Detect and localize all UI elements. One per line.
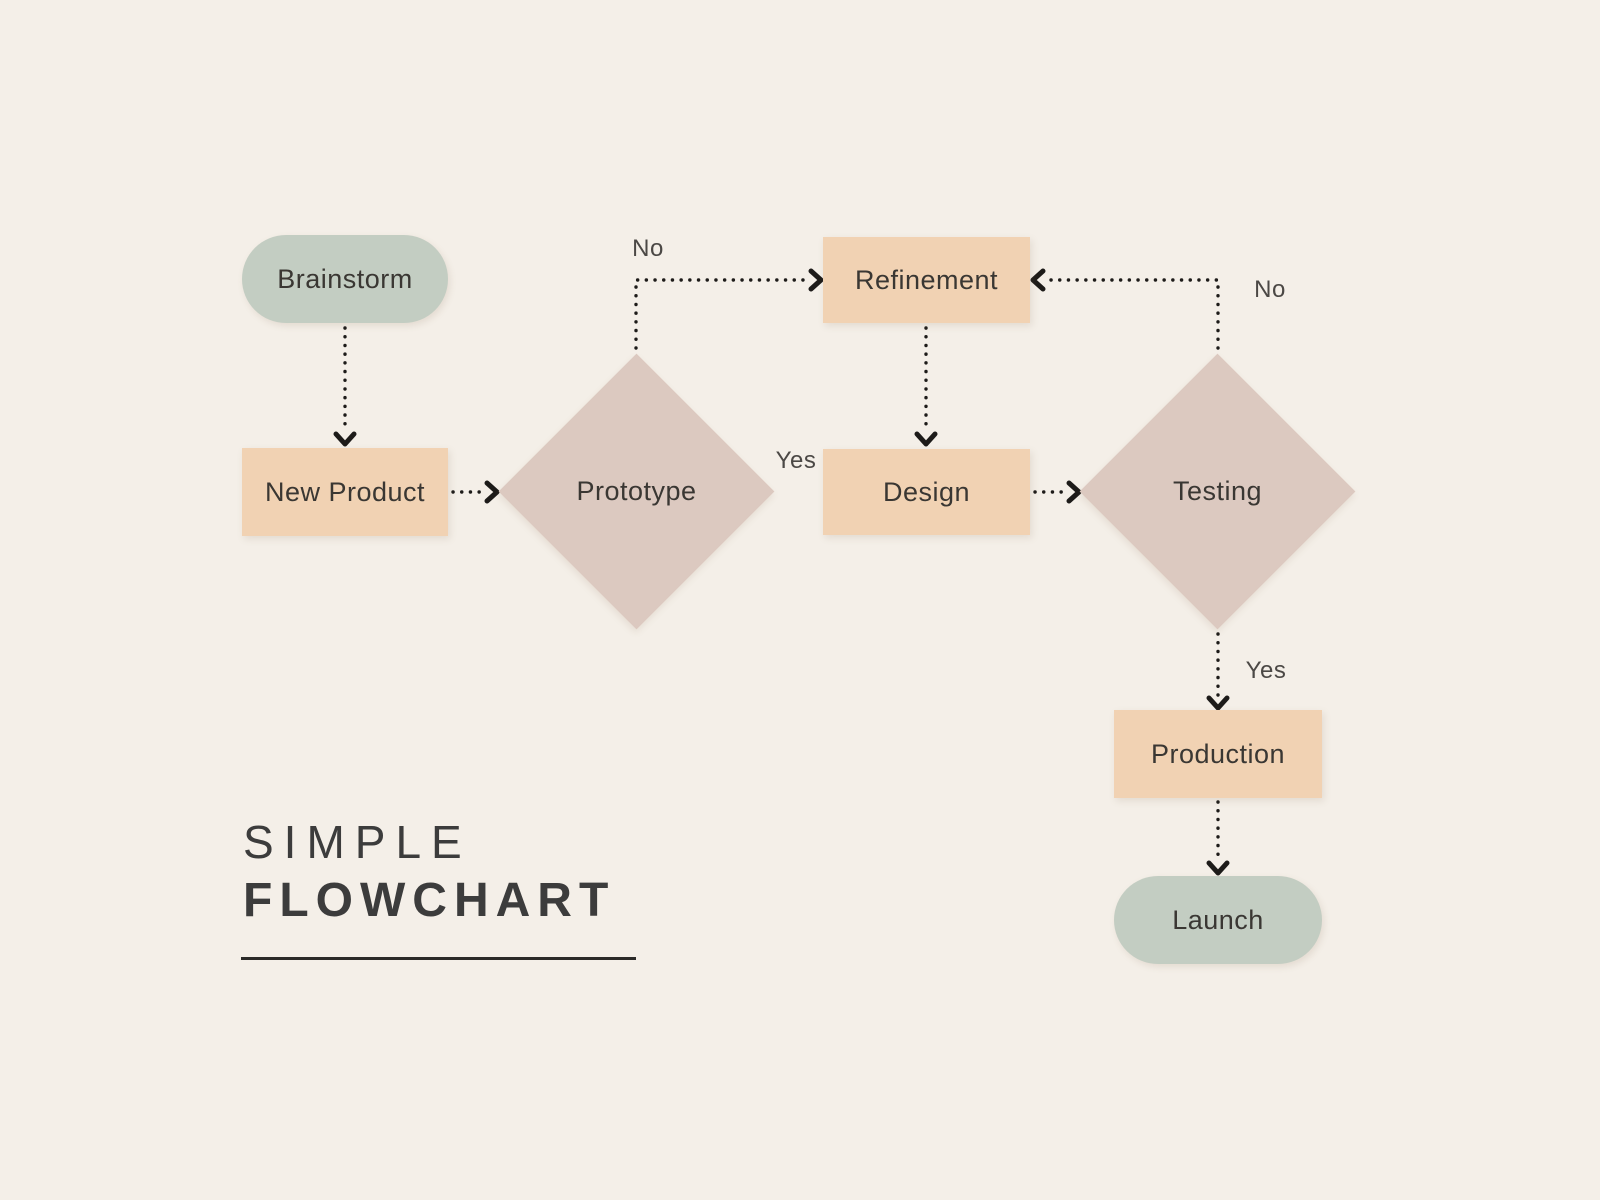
node-launch: Launch	[1114, 876, 1322, 964]
edge-design-to-testing	[1033, 480, 1082, 504]
page-title-line2: FLOWCHART	[243, 874, 616, 927]
node-brainstorm-label: Brainstorm	[277, 263, 413, 294]
node-testing-label: Testing	[1172, 476, 1263, 506]
page-title-line1: SIMPLE	[243, 816, 472, 868]
edge-brainstorm-to-new-product	[333, 326, 357, 447]
edge-testing-to-refinement-no	[1030, 268, 1220, 350]
node-prototype-label: Prototype	[576, 476, 697, 506]
edge-label-prototype-yes: Yes	[775, 447, 817, 474]
edge-new-product-to-prototype	[451, 480, 500, 504]
edge-testing-to-production-yes	[1206, 632, 1230, 711]
edge-label-testing-yes: Yes	[1245, 657, 1287, 684]
node-design: Design	[823, 449, 1030, 535]
node-launch-label: Launch	[1172, 904, 1264, 935]
node-brainstorm: Brainstorm	[242, 235, 448, 323]
edge-refinement-to-design	[914, 326, 938, 447]
node-new-product: New Product	[242, 448, 448, 536]
node-design-label: Design	[882, 476, 971, 507]
edge-label-testing-no: No	[1254, 276, 1286, 303]
node-production-label: Production	[1150, 738, 1286, 769]
edge-production-to-launch	[1206, 800, 1230, 876]
node-refinement-label: Refinement	[854, 264, 999, 295]
node-new-product-label: New Product	[264, 476, 426, 507]
node-prototype: Prototype	[498, 353, 775, 630]
edge-label-prototype-no: No	[632, 235, 664, 262]
node-refinement: Refinement	[823, 237, 1030, 323]
edge-prototype-to-refinement-no	[634, 268, 824, 350]
node-production: Production	[1114, 710, 1322, 798]
title-underline	[241, 957, 636, 960]
node-testing: Testing	[1079, 353, 1356, 630]
